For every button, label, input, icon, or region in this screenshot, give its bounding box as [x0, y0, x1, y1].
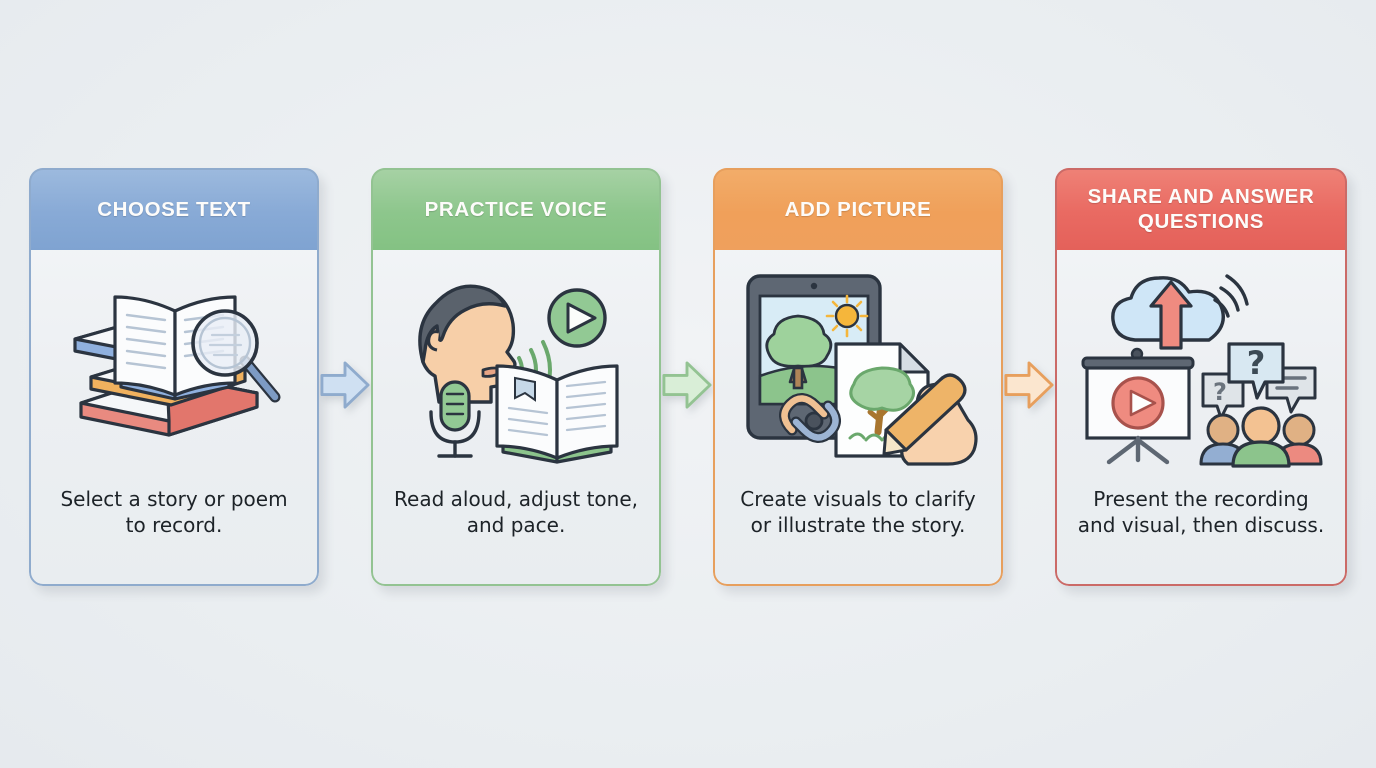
open-book-icon [495, 364, 619, 464]
step-header-choose-text: CHOOSE TEXT [29, 168, 319, 250]
connector-arrow-1 [320, 176, 370, 594]
cloud-upload-icon [1111, 275, 1225, 350]
voice-practice-icon [418, 284, 619, 464]
speaking-head-icon [418, 284, 517, 404]
microphone-icon [429, 380, 481, 458]
step-caption-text: Select a story or poem to record. [60, 487, 288, 538]
step-caption-text: Create visuals to clarify or illustrate … [740, 487, 976, 538]
step-caption-share-and-answer-questions: Present the recording and visual, then d… [1055, 482, 1347, 586]
link-chain-icon [779, 392, 841, 443]
step-title: CHOOSE TEXT [97, 197, 251, 221]
connector-arrow-3 [1004, 176, 1054, 594]
step-title: PRACTICE VOICE [424, 197, 608, 221]
step-caption-text: Present the recording and visual, then d… [1077, 487, 1325, 538]
people-group-icon [1199, 405, 1323, 468]
play-button-icon [1111, 375, 1165, 430]
arrow-right-icon [662, 361, 712, 409]
step-card-add-picture[interactable]: ADD PICTURE [713, 168, 1003, 586]
step-header-share-and-answer-questions: SHARE AND ANSWER QUESTIONS [1055, 168, 1347, 250]
step-illustration-choose-text [29, 250, 319, 482]
svg-text:?: ? [1213, 378, 1227, 406]
magnifying-glass-icon [191, 309, 281, 403]
share-answer-icon: ? ? [1081, 273, 1323, 468]
step-caption-choose-text: Select a story or poem to record. [29, 482, 319, 586]
add-picture-icon [746, 273, 978, 466]
step-header-add-picture: ADD PICTURE [713, 168, 1003, 250]
process-flow: CHOOSE TEXT [0, 168, 1376, 598]
drawing-hand-icon [882, 372, 978, 466]
book-stack-icon [73, 295, 281, 437]
pencil-icon [882, 372, 967, 455]
step-illustration-practice-voice [371, 250, 661, 482]
step-caption-text: Read aloud, adjust tone, and pace. [394, 487, 638, 538]
step-header-practice-voice: PRACTICE VOICE [371, 168, 661, 250]
sun-icon [825, 294, 869, 337]
drawn-tree-icon [848, 366, 916, 441]
question-bubble-icon: ? ? [1201, 341, 1317, 419]
connector-arrow-2 [662, 176, 712, 594]
arrow-right-icon [320, 361, 370, 409]
presentation-screen-icon [1081, 347, 1195, 464]
step-card-share-and-answer-questions[interactable]: SHARE AND ANSWER QUESTIONS [1055, 168, 1347, 586]
step-caption-add-picture: Create visuals to clarify or illustrate … [713, 482, 1003, 586]
svg-text:?: ? [1247, 344, 1266, 382]
play-button-icon [547, 288, 607, 348]
step-caption-practice-voice: Read aloud, adjust tone, and pace. [371, 482, 661, 586]
arrow-right-icon [1004, 361, 1054, 409]
step-title: ADD PICTURE [784, 197, 932, 221]
step-title: SHARE AND ANSWER QUESTIONS [1087, 185, 1315, 233]
wifi-signal-icon [1213, 273, 1249, 318]
step-card-practice-voice[interactable]: PRACTICE VOICE [371, 168, 661, 586]
step-illustration-add-picture [713, 250, 1003, 482]
step-card-choose-text[interactable]: CHOOSE TEXT [29, 168, 319, 586]
step-illustration-share-and-answer-questions: ? ? [1055, 250, 1347, 482]
